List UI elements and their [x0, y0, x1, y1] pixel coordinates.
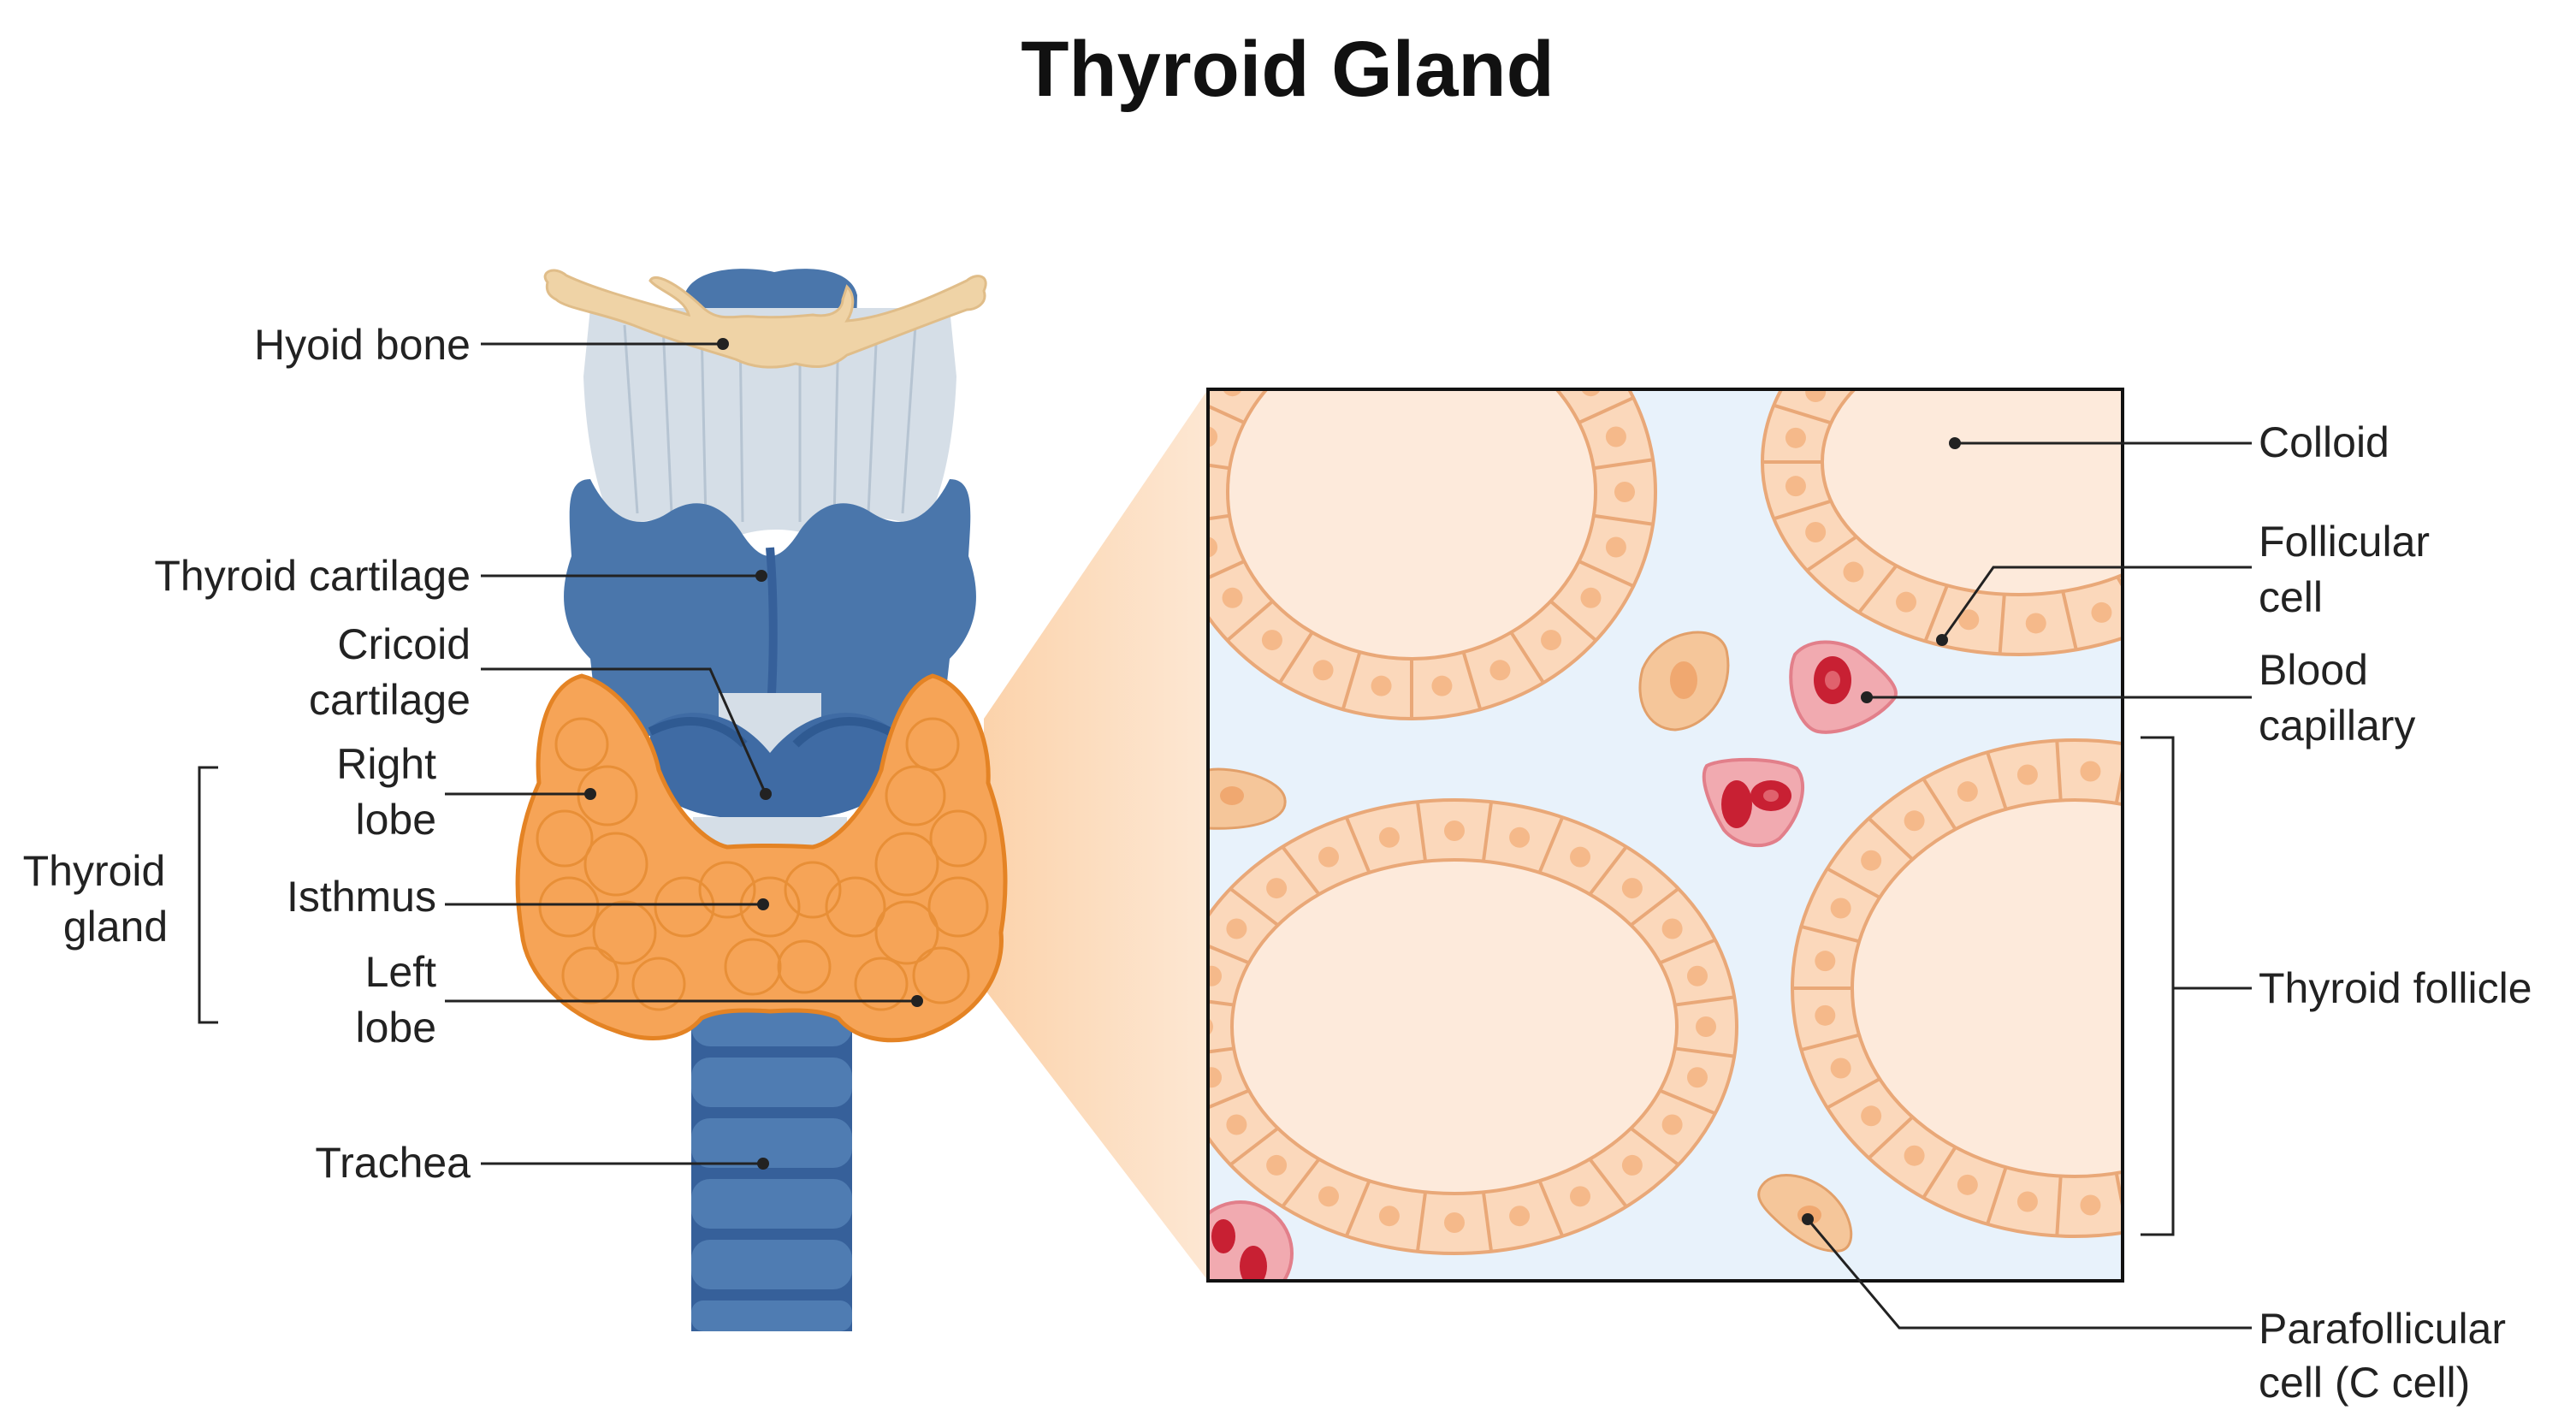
blood-capillary	[1208, 640, 1898, 1281]
follicle-bottom-left	[1208, 798, 1738, 1255]
neck-anatomy	[515, 269, 1008, 1331]
follicle-bottom-right	[1791, 738, 2123, 1238]
follicle-micrograph	[1206, 388, 2124, 1283]
thyroid-gland	[515, 673, 1008, 1043]
label-right-lobe-line1: Right	[336, 740, 436, 788]
label-blood-line1: Blood	[2259, 646, 2368, 694]
label-thyroid-cartilage: Thyroid cartilage	[154, 552, 471, 600]
follicle-top-right	[1761, 389, 2123, 656]
label-cricoid-line2: cartilage	[309, 676, 471, 724]
label-left-lobe-line1: Left	[365, 948, 437, 996]
trachea	[691, 984, 852, 1331]
leader-lines	[198, 338, 2252, 1330]
label-follicular-line2: cell	[2259, 573, 2323, 621]
thyrohyoid-membrane	[583, 308, 956, 541]
hyoid-bone	[543, 269, 987, 369]
diagram-title: Thyroid Gland	[1021, 26, 1554, 113]
label-right-lobe-line2: lobe	[355, 796, 436, 844]
label-thyroid-gland-line1: Thyroid	[23, 847, 166, 895]
label-trachea: Trachea	[315, 1139, 471, 1187]
labels: Hyoid bone Thyroid cartilage Cricoid car…	[23, 321, 2532, 1407]
label-thyroid-gland-line2: gland	[63, 903, 168, 951]
label-left-lobe-line2: lobe	[355, 1004, 436, 1052]
label-thyroid-follicle: Thyroid follicle	[2259, 964, 2532, 1012]
parafollicular-cells	[1208, 631, 1853, 1253]
label-parafollicular-line2: cell (C cell)	[2259, 1359, 2470, 1407]
label-colloid: Colloid	[2259, 418, 2389, 466]
cricoid-cartilage	[650, 713, 890, 819]
follicle-top-left	[1208, 389, 1657, 720]
label-cricoid-line1: Cricoid	[337, 620, 471, 668]
label-blood-line2: capillary	[2259, 702, 2415, 749]
label-isthmus: Isthmus	[287, 873, 436, 921]
label-hyoid-bone: Hyoid bone	[254, 321, 471, 369]
zoom-callout	[984, 389, 1208, 1281]
label-follicular-line1: Follicular	[2259, 518, 2430, 566]
label-parafollicular-line1: Parafollicular	[2259, 1305, 2506, 1353]
